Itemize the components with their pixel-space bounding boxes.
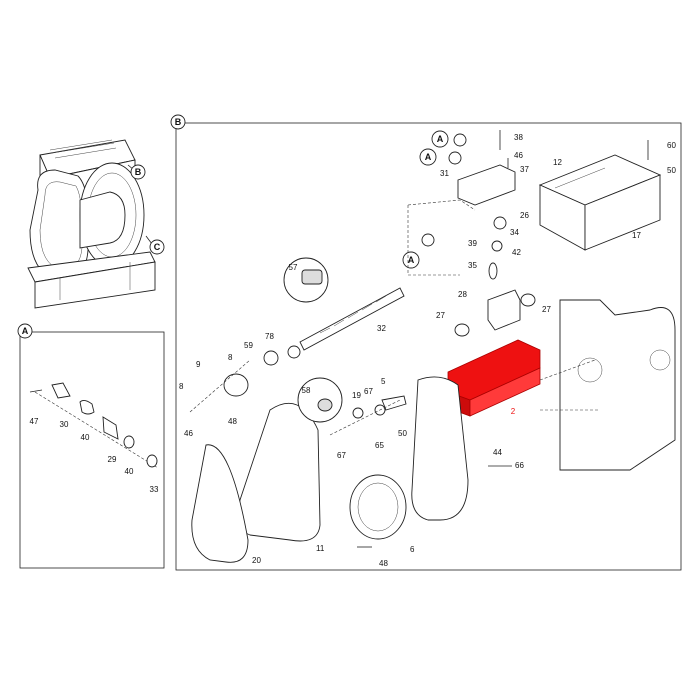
- label-17: 17: [632, 231, 641, 240]
- callout-a-3-circle: [402, 251, 420, 269]
- label-66: 66: [515, 461, 524, 470]
- label-50b: 50: [398, 429, 407, 438]
- callout-a-1-circle: [431, 130, 449, 148]
- panel-a-label-40: 40: [81, 433, 90, 442]
- top-cover-part: [538, 154, 662, 251]
- label-26: 26: [520, 211, 529, 220]
- panel-a-label-47: 47: [30, 417, 39, 426]
- label-67b: 67: [337, 451, 346, 460]
- label-59: 59: [244, 341, 253, 350]
- label-34: 34: [510, 228, 519, 237]
- frame-part: [559, 299, 676, 471]
- callout-a-2-circle: [419, 148, 437, 166]
- belt-guard-part: [238, 402, 321, 542]
- label-60: 60: [667, 141, 676, 150]
- panel-a-badge: [17, 323, 33, 339]
- callout-c-circle: [149, 239, 165, 255]
- label-35: 35: [468, 261, 477, 270]
- label-11: 11: [316, 544, 325, 553]
- label-32: 32: [377, 324, 386, 333]
- label-39: 39: [468, 239, 477, 248]
- label-48a: 48: [228, 417, 237, 426]
- highlighted-part-2: 2: [447, 339, 541, 417]
- panel-b-badge: [170, 114, 186, 130]
- overview-assembly: B C: [27, 139, 165, 309]
- label-12: 12: [553, 158, 562, 167]
- callout-b-circle: [130, 164, 146, 180]
- label-27b: 27: [542, 305, 551, 314]
- label-28: 28: [458, 290, 467, 299]
- label-67a: 67: [364, 387, 373, 396]
- label-42: 42: [512, 248, 521, 257]
- panel-a-letter: A: [22, 326, 29, 336]
- label-9: 9: [196, 360, 201, 369]
- small-parts: [223, 130, 649, 548]
- label-38: 38: [514, 133, 523, 142]
- shaft-part: [299, 287, 405, 351]
- panel-a-label-40b: 40: [125, 467, 134, 476]
- callout-a-2-letter: A: [425, 152, 432, 162]
- label-8a: 8: [228, 353, 233, 362]
- label-5: 5: [381, 377, 386, 386]
- callout-a-3-letter: A: [408, 255, 415, 265]
- callout-b-letter: B: [135, 167, 142, 177]
- label-27a: 27: [436, 311, 445, 320]
- label-48b: 48: [379, 559, 388, 568]
- label-78: 78: [265, 332, 274, 341]
- detail-58-bubble: [297, 377, 343, 423]
- detail-panel-a: A 47 30 40 29 40 33: [17, 323, 165, 569]
- label-8b: 8: [179, 382, 184, 391]
- label-46: 46: [514, 151, 523, 160]
- detail-57-label: 57: [289, 263, 298, 272]
- callout-a-1-letter: A: [437, 134, 444, 144]
- detail-58-label: 58: [302, 386, 311, 395]
- assembly-guides: [189, 199, 600, 436]
- label-50a: 50: [667, 166, 676, 175]
- panel-b-letter: B: [175, 117, 182, 127]
- panel-a-label-33: 33: [150, 485, 159, 494]
- callout-c-letter: C: [154, 242, 161, 252]
- label-6: 6: [410, 545, 415, 554]
- label-31: 31: [440, 169, 449, 178]
- outer-cover-part: [191, 444, 249, 563]
- label-37: 37: [520, 165, 529, 174]
- panel-a-label-29: 29: [108, 455, 117, 464]
- side-plate-part: [411, 376, 469, 521]
- highlight-label: 2: [511, 407, 516, 416]
- detail-panel-b: B 2: [170, 114, 682, 571]
- ring-part: [349, 474, 407, 540]
- label-46b: 46: [184, 429, 193, 438]
- label-65: 65: [375, 441, 384, 450]
- label-44: 44: [493, 448, 502, 457]
- label-20: 20: [252, 556, 261, 565]
- label-19: 19: [352, 391, 361, 400]
- panel-a-label-30: 30: [60, 420, 69, 429]
